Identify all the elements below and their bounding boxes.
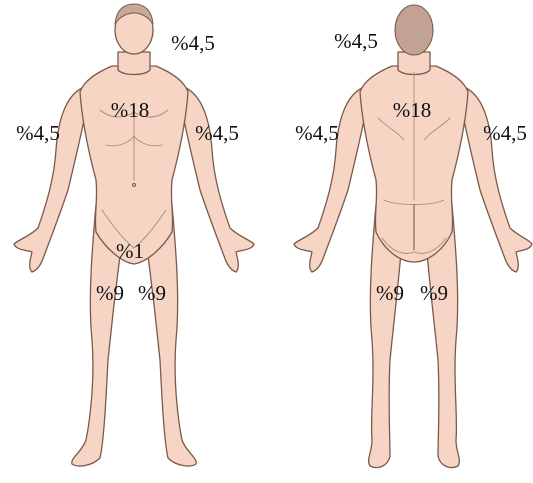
back-head-percentage: %4,5	[334, 30, 378, 52]
front-chest-percentage: %18	[111, 99, 150, 121]
front-right-arm-percentage: %4,5	[16, 122, 60, 144]
back-left-leg-percentage: %9	[376, 282, 404, 304]
back-right-arm-percentage: %4,5	[483, 122, 527, 144]
front-right-leg-percentage: %9	[96, 282, 124, 304]
front-neck	[118, 52, 150, 75]
front-head-percentage: %4,5	[171, 32, 215, 54]
front-left-arm-percentage: %4,5	[195, 122, 239, 144]
front-right-arm	[14, 88, 84, 272]
back-head	[395, 5, 433, 55]
back-body-figure	[294, 5, 532, 468]
front-genitals-percentage: %1	[116, 240, 144, 262]
back-right-arm	[294, 88, 364, 272]
front-left-leg-percentage: %9	[138, 282, 166, 304]
back-trunk-percentage: %18	[393, 99, 432, 121]
back-right-leg-percentage: %9	[420, 282, 448, 304]
back-left-arm	[464, 88, 532, 272]
front-left-arm	[184, 88, 254, 272]
back-left-arm-percentage: %4,5	[295, 122, 339, 144]
front-body-figure	[14, 4, 254, 466]
